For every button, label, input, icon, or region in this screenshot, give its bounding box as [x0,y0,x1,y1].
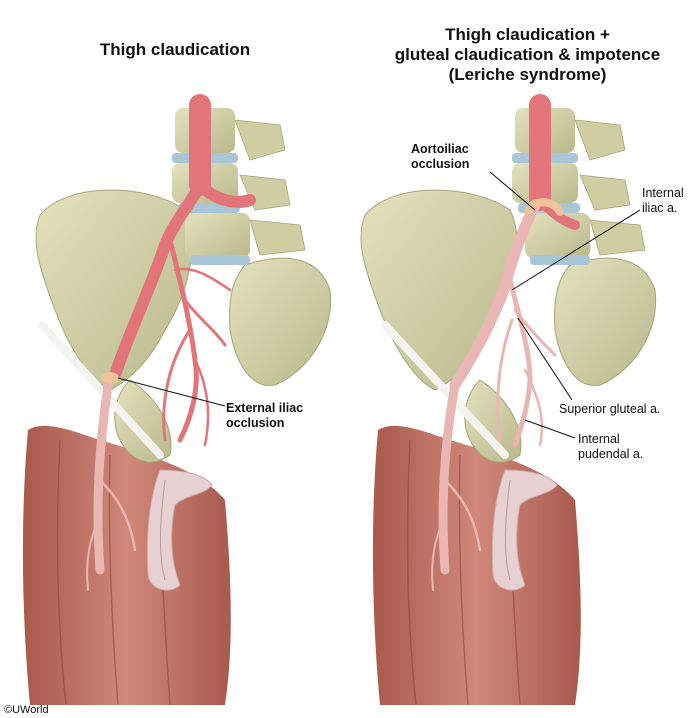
left-external-iliac-occlusion-marker [101,372,119,384]
aortoiliac-occlusion-label: Aortoiliac occlusion [411,142,470,171]
right-penis-cross-section [491,469,558,591]
copyright-text: ©UWorld [4,704,49,716]
right-aortoiliac-occlusion-marker [524,198,564,216]
right-arteries [431,94,580,591]
left-thigh-muscles [22,425,231,706]
right-panel-illustration [360,94,657,706]
superior-gluteal-leader [517,317,573,401]
aortoiliac-leader [489,171,536,211]
internal-iliac-leader [511,209,641,291]
right-leader-lines [489,171,641,439]
left-external-iliac-leader [117,377,226,407]
internal-iliac-label: Internal iliac a. [642,186,684,215]
external-iliac-occlusion-label: External iliac occlusion [226,401,304,430]
right-thigh-muscles [372,425,581,706]
left-pelvis [35,189,332,463]
left-panel-illustration [22,94,332,706]
left-arteries [86,94,256,591]
left-penis-cross-section [146,469,213,591]
right-panel-title: Thigh claudication + gluteal claudicatio… [394,25,661,84]
superior-gluteal-label: Superior gluteal a. [559,402,661,416]
internal-pudendal-label: Internal pudendal a. [578,432,644,461]
left-panel-title: Thigh claudication [99,40,251,59]
internal-pudendal-leader [524,419,576,439]
